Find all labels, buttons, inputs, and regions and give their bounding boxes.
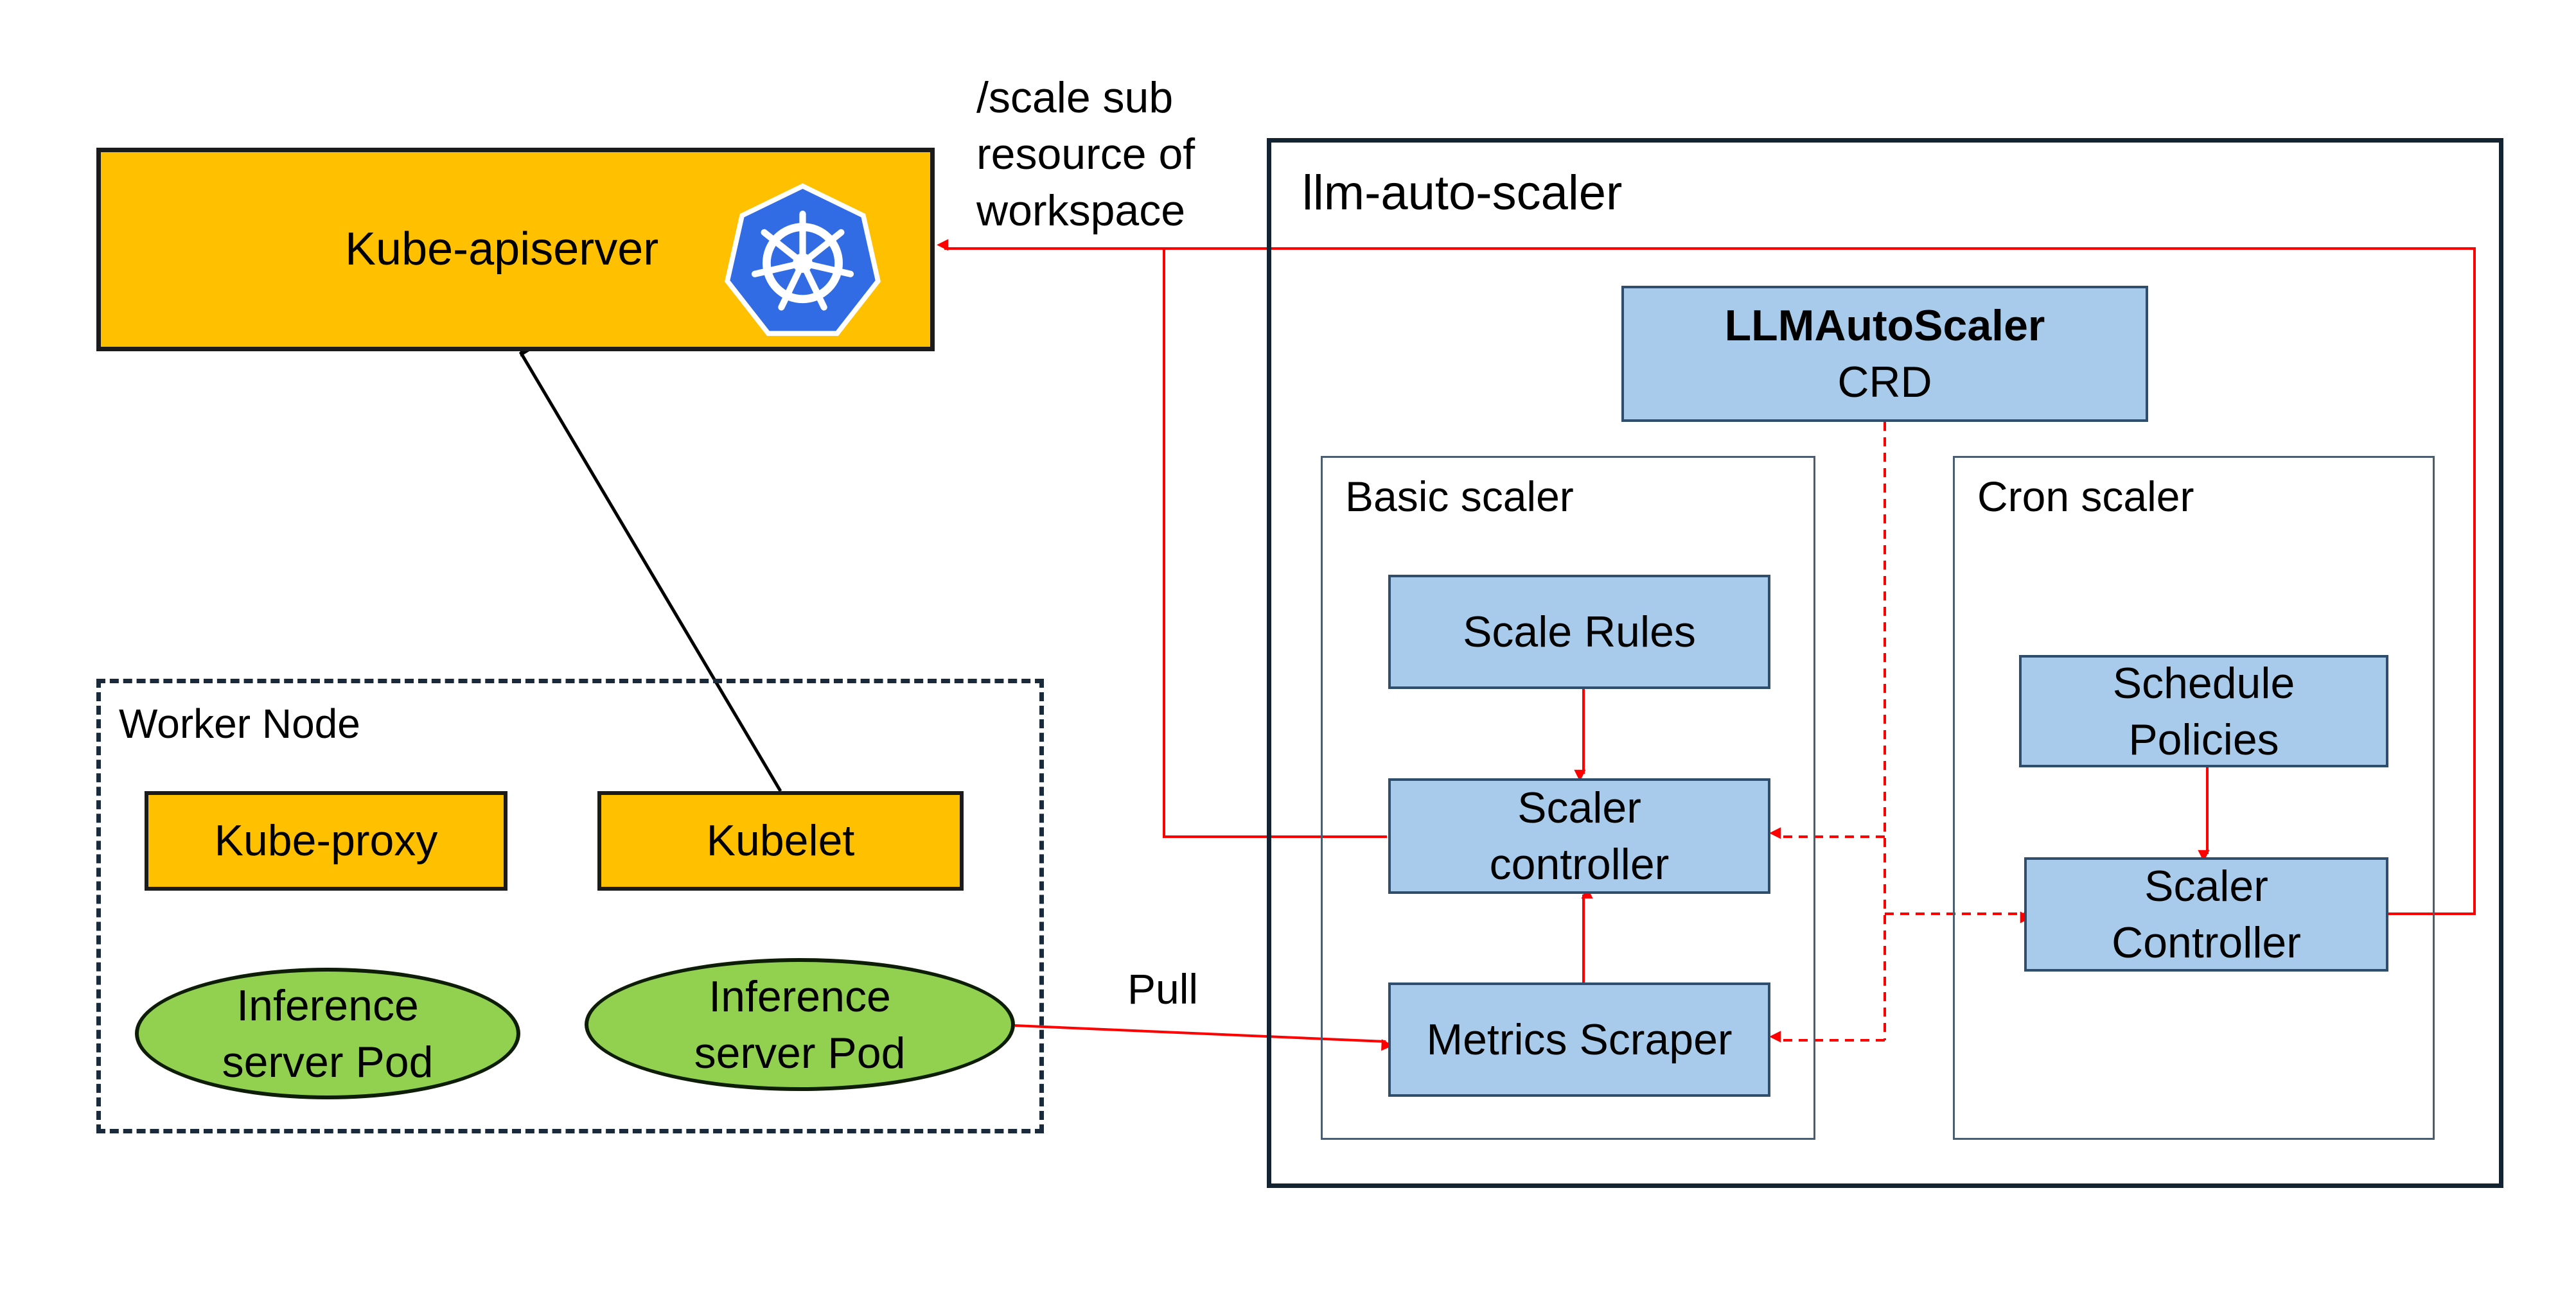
kubelet-to-apiserver-arrow (518, 343, 782, 792)
kube-apiserver-label: Kube-apiserver (345, 223, 659, 275)
pod-label-line: server Pod (222, 1037, 434, 1087)
scale-rules-box: Scale Rules (1388, 575, 1770, 689)
llm-auto-scaler-title: llm-auto-scaler (1302, 166, 1623, 220)
cron-controller-to-apiserver-arrow (937, 239, 2476, 915)
kubelet-box: Kubelet (597, 791, 964, 891)
policies-label-line: Schedule (2112, 658, 2295, 708)
scale-note-line: workspace (976, 186, 1186, 235)
controller-label-line: controller (1489, 840, 1670, 889)
pod-to-scraper-pull-arrow (1014, 1024, 1393, 1051)
inference-server-pod-1: Inference server Pod (135, 968, 520, 1099)
schedule-policies-box: Schedule Policies (2019, 655, 2388, 767)
llm-auto-scaler-group: llm-auto-scaler (1267, 138, 2503, 1188)
cron-scaler-controller-box: Scaler Controller (2024, 857, 2388, 972)
basic-scaler-group: Basic scaler (1321, 456, 1815, 1140)
worker-node-title: Worker Node (119, 701, 360, 747)
scale-subresource-note: /scale sub resource of workspace (976, 69, 1246, 239)
kube-proxy-box: Kube-proxy (145, 791, 507, 891)
controller-label-line: Scaler (2144, 862, 2268, 911)
metrics-scraper-box: Metrics Scraper (1388, 982, 1770, 1097)
cron-scaler-group: Cron scaler (1953, 456, 2435, 1140)
crd-name: LLMAutoScaler (1724, 301, 2045, 350)
llmautoscaler-crd-box: LLMAutoScaler CRD (1621, 286, 2148, 422)
basic-scaler-title: Basic scaler (1345, 473, 1574, 520)
scale-note-line: resource of (976, 130, 1195, 179)
controller-label-line: Controller (2112, 918, 2301, 967)
kube-apiserver-box: Kube-apiserver (96, 148, 935, 351)
basic-scaler-controller-box: Scaler controller (1388, 778, 1770, 894)
policies-label-line: Policies (2128, 715, 2279, 764)
cron-scaler-title: Cron scaler (1977, 473, 2194, 520)
pull-label: Pull (1127, 965, 1199, 1013)
controller-label-line: Scaler (1517, 783, 1641, 832)
worker-node-group: Worker Node (96, 679, 1044, 1133)
inference-server-pod-2: Inference server Pod (585, 958, 1015, 1091)
crd-kind: CRD (1837, 358, 1932, 406)
pod-label-line: Inference (709, 972, 891, 1021)
kubernetes-helm-icon (725, 183, 881, 336)
scale-note-line: /scale sub (976, 73, 1174, 122)
pod-label-line: server Pod (694, 1028, 906, 1078)
pod-label-line: Inference (236, 981, 419, 1030)
